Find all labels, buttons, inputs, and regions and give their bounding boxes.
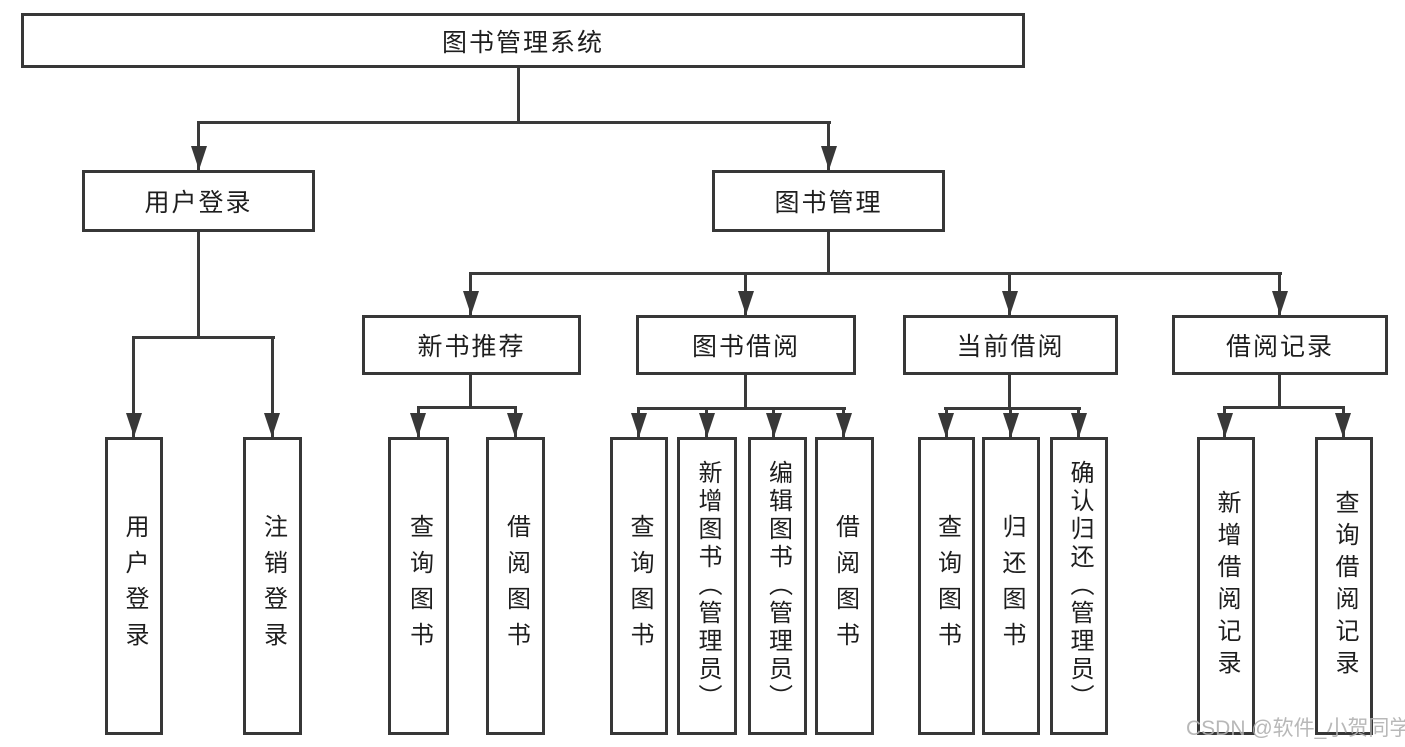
leaf-borrow-books-borrow: 借阅图书 [815,437,874,735]
arrowhead-down-icon [1071,413,1087,437]
connector-section-rail [1223,406,1345,409]
connector-section-rail [637,407,846,410]
connector-section-stem [1008,375,1011,407]
arrowhead-down-icon [938,413,954,437]
arrowhead-down-icon [410,413,426,437]
connector-book-management-rail [469,272,1282,275]
leaf-logout: 注销登录 [243,437,302,735]
watermark-csdn: CSDN @软件_小贺同学 [1186,717,1405,740]
node-library-management-system: 图书管理系统 [21,13,1025,68]
connector-root-rail [198,121,831,124]
arrowhead-down-icon [738,291,754,315]
node-user-login: 用户登录 [82,170,315,232]
node-book-management: 图书管理 [712,170,945,232]
connector-user-login-rail [132,336,275,339]
arrowhead-down-icon [1335,413,1351,437]
arrowhead-down-icon [264,413,280,437]
arrowhead-down-icon [836,413,852,437]
node-current-borrow: 当前借阅 [903,315,1118,375]
leaf-add-book-admin: 新增图书（管理员） [677,437,737,735]
arrowhead-down-icon [1003,413,1019,437]
arrowhead-down-icon [507,413,523,437]
leaf-query-books-recommend: 查询图书 [388,437,449,735]
node-new-book-recommend: 新书推荐 [362,315,581,375]
leaf-query-books-current: 查询图书 [918,437,975,735]
leaf-query-books-borrow: 查询图书 [610,437,668,735]
connector-to-user-login [197,121,200,170]
connector-to-leaf [271,336,274,437]
arrowhead-down-icon [821,146,837,170]
arrowhead-down-icon [1217,413,1233,437]
arrowhead-down-icon [463,291,479,315]
node-borrow-records: 借阅记录 [1172,315,1388,375]
arrowhead-down-icon [1002,291,1018,315]
arrowhead-down-icon [1272,291,1288,315]
connector-section-rail [944,407,1081,410]
arrowhead-down-icon [631,413,647,437]
connector-to-leaf [132,336,135,437]
leaf-confirm-return-admin: 确认归还（管理员） [1050,437,1108,735]
connector-section-rail [417,406,517,409]
arrowhead-down-icon [191,146,207,170]
connector-section-stem [744,375,747,407]
arrowhead-down-icon [699,413,715,437]
leaf-query-borrow-record: 查询借阅记录 [1315,437,1373,735]
connector-to-book-management [827,121,830,170]
arrowhead-down-icon [766,413,782,437]
arrowhead-down-icon [126,413,142,437]
leaf-return-book: 归还图书 [982,437,1040,735]
connector-root-stem [517,68,520,121]
connector-section-stem [469,375,472,406]
leaf-user-login: 用户登录 [105,437,163,735]
leaf-add-borrow-record: 新增借阅记录 [1197,437,1255,735]
node-book-borrow: 图书借阅 [636,315,856,375]
connector-book-management-stem [827,232,830,272]
leaf-edit-book-admin: 编辑图书（管理员） [748,437,807,735]
connector-section-stem [1278,375,1281,406]
leaf-borrow-books-recommend: 借阅图书 [486,437,545,735]
connector-user-login-stem [197,232,200,336]
